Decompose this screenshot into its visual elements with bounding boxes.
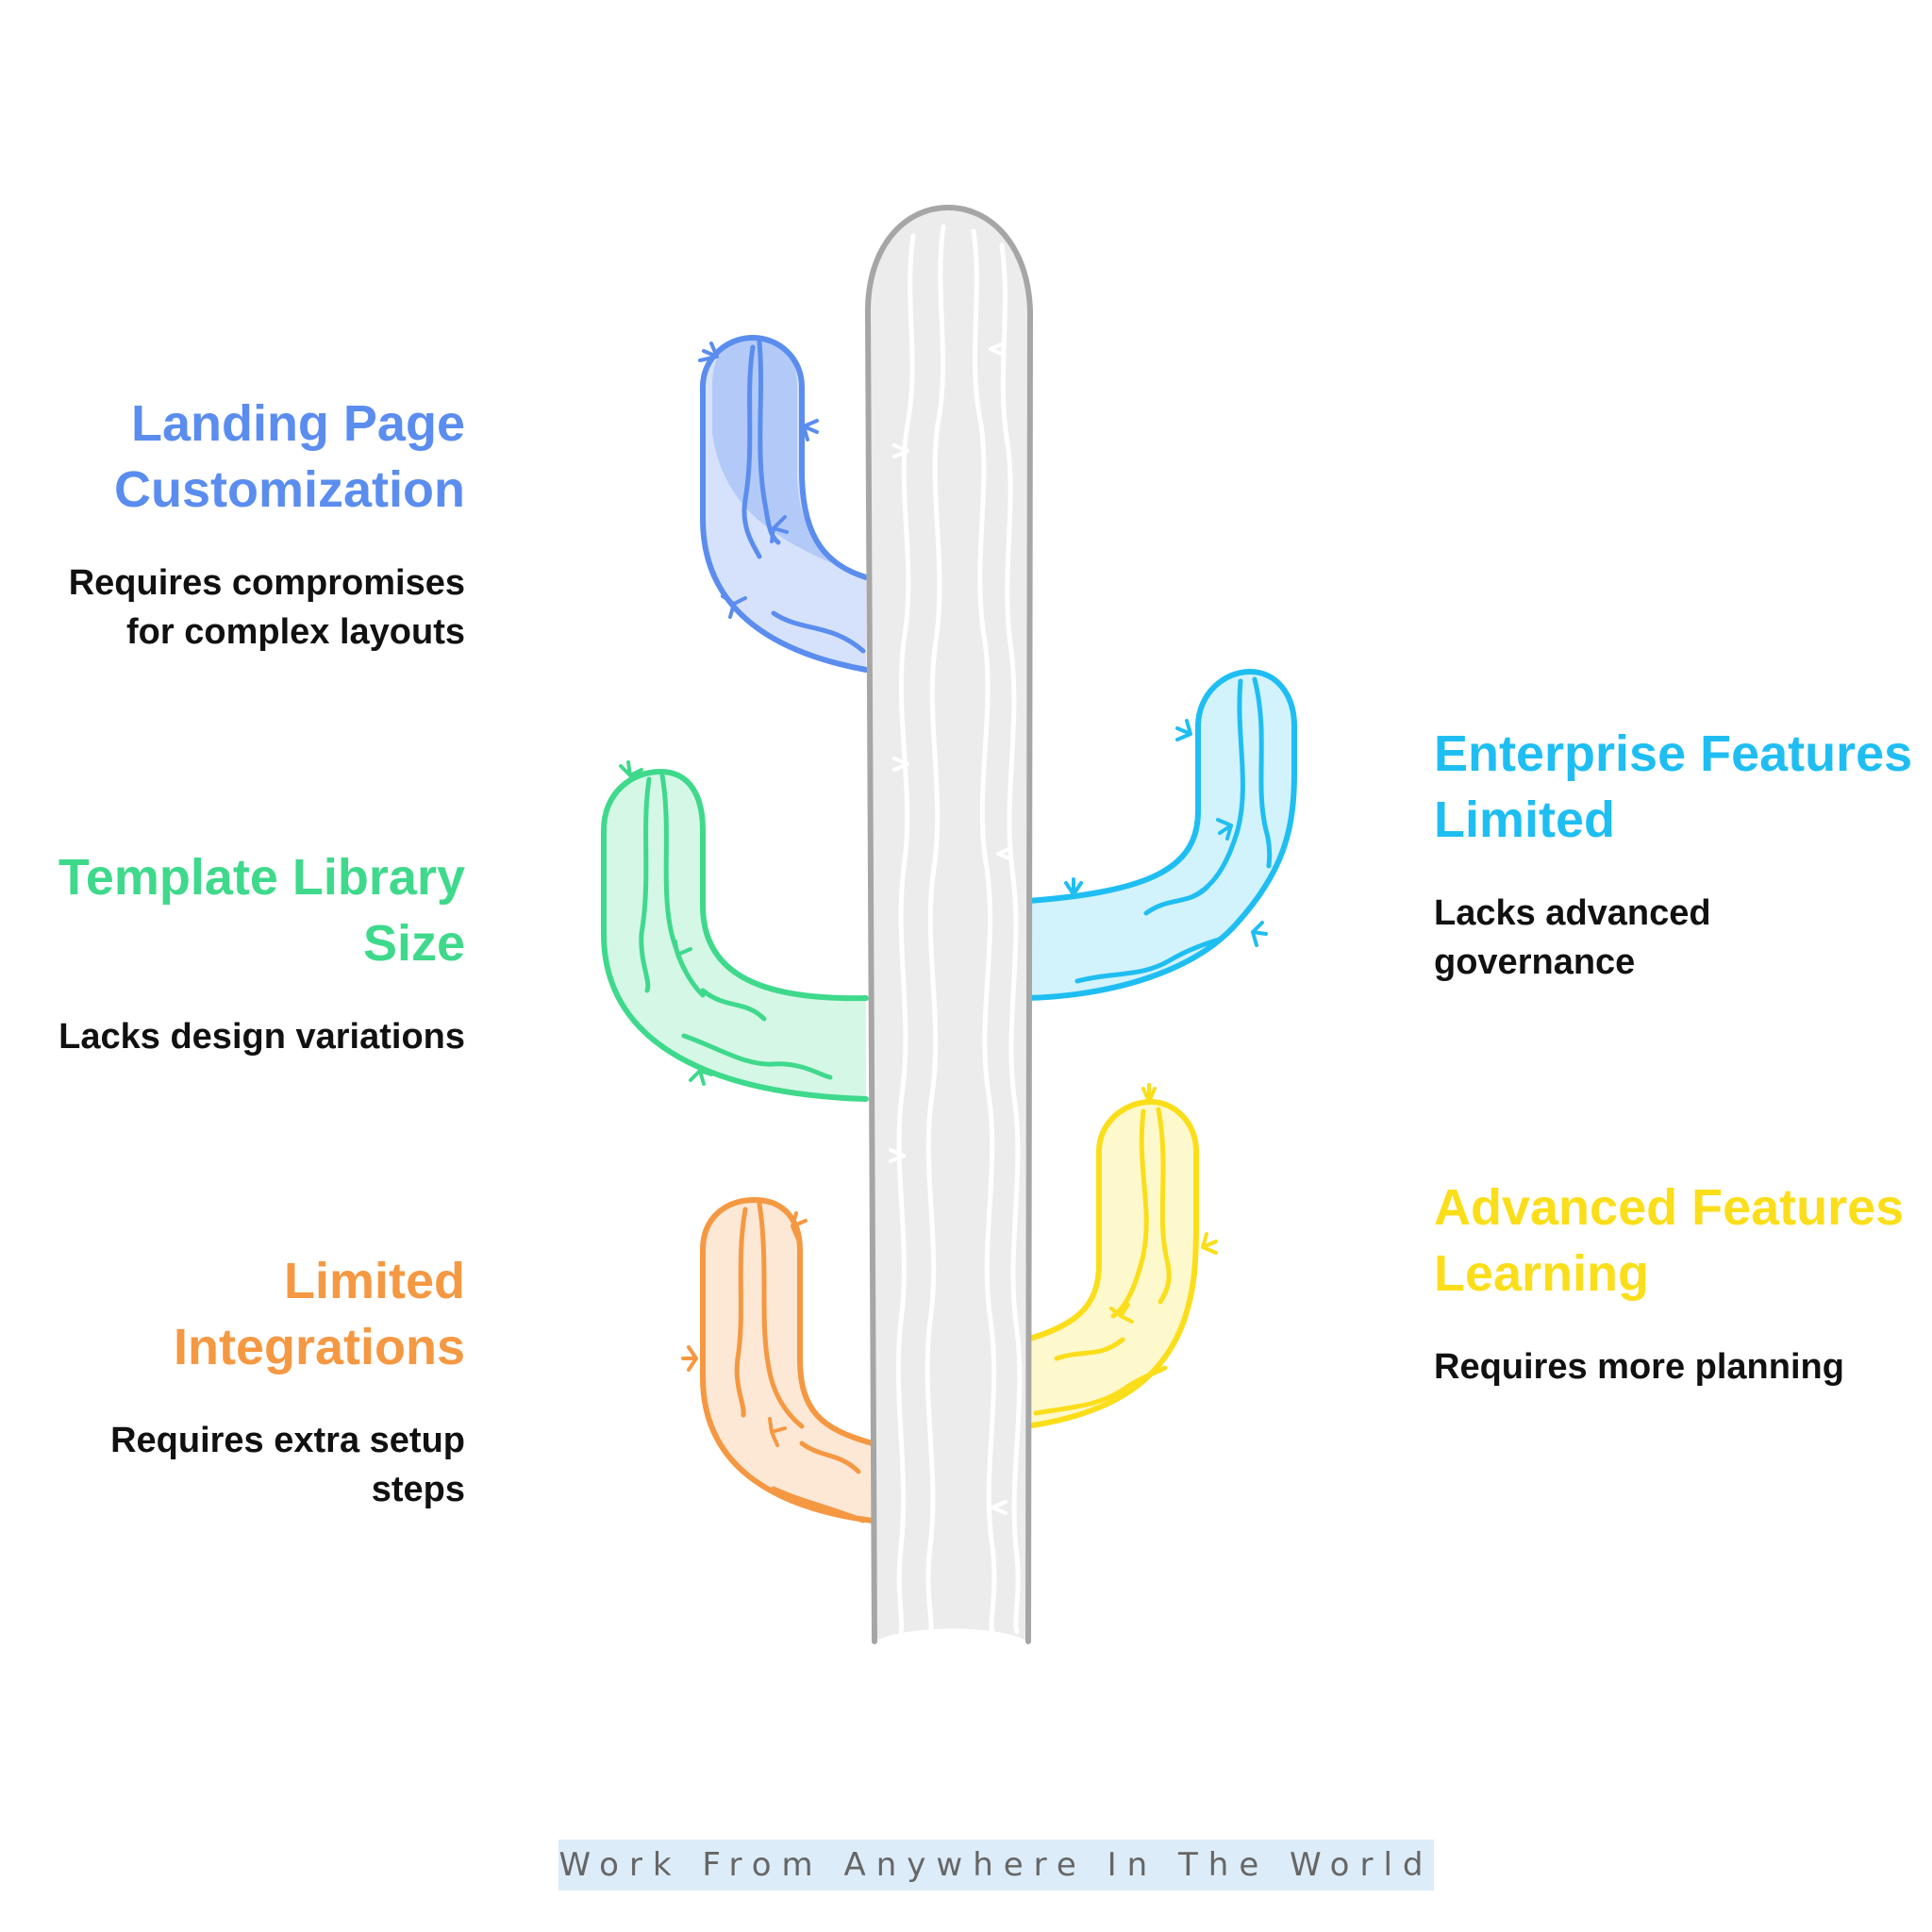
item-title: Enterprise Features Limited [1434, 721, 1924, 853]
cactus-trunk [864, 204, 1034, 1644]
arm-template-library [601, 760, 869, 1102]
desc-line: Lacks design variations [58, 1017, 465, 1057]
item-title: Limited Integrations [19, 1248, 465, 1380]
desc-line: Requires compromises [68, 563, 465, 603]
title-line: Enterprise Features [1434, 725, 1913, 782]
title-line: Integrations [173, 1319, 465, 1375]
arm-limited-integrations [681, 1196, 875, 1524]
item-description: Requires more planning [1434, 1342, 1924, 1391]
item-template-library: Template Library Size Lacks design varia… [19, 844, 465, 1061]
footer-banner: Work From Anywhere In The World [558, 1840, 1434, 1890]
arm-landing-page [698, 334, 869, 673]
item-title: Template Library Size [19, 844, 465, 976]
item-limited-integrations: Limited Integrations Requires extra setu… [19, 1248, 465, 1514]
desc-line: for complex layouts [126, 612, 465, 652]
arm-advanced-features [1024, 1083, 1218, 1429]
title-line: Learning [1434, 1245, 1650, 1302]
item-description: Lacks design variations [19, 1012, 465, 1061]
title-line: Limited [1434, 791, 1616, 848]
desc-line: Requires extra setup [110, 1421, 465, 1460]
item-description: Lacks advanced governance [1434, 889, 1924, 987]
item-title: Advanced Features Learning [1434, 1174, 1924, 1307]
item-description: Requires extra setup steps [19, 1416, 465, 1514]
desc-line: Lacks advanced [1434, 893, 1711, 933]
title-line: Customization [114, 461, 465, 518]
title-line: Size [362, 915, 465, 972]
item-enterprise-features: Enterprise Features Limited Lacks advanc… [1434, 721, 1924, 987]
arm-enterprise-features [1025, 668, 1297, 1001]
item-title: Landing Page Customization [19, 391, 465, 523]
title-line: Limited [283, 1253, 465, 1309]
item-description: Requires compromises for complex layouts [19, 558, 465, 657]
title-line: Template Library [58, 849, 465, 906]
title-line: Advanced Features [1434, 1179, 1905, 1236]
desc-line: steps [371, 1470, 465, 1509]
title-line: Landing Page [130, 395, 465, 452]
desc-line: Requires more planning [1434, 1347, 1844, 1387]
item-advanced-features: Advanced Features Learning Requires more… [1434, 1174, 1924, 1391]
item-landing-page: Landing Page Customization Requires comp… [19, 391, 465, 657]
desc-line: governance [1434, 942, 1636, 982]
